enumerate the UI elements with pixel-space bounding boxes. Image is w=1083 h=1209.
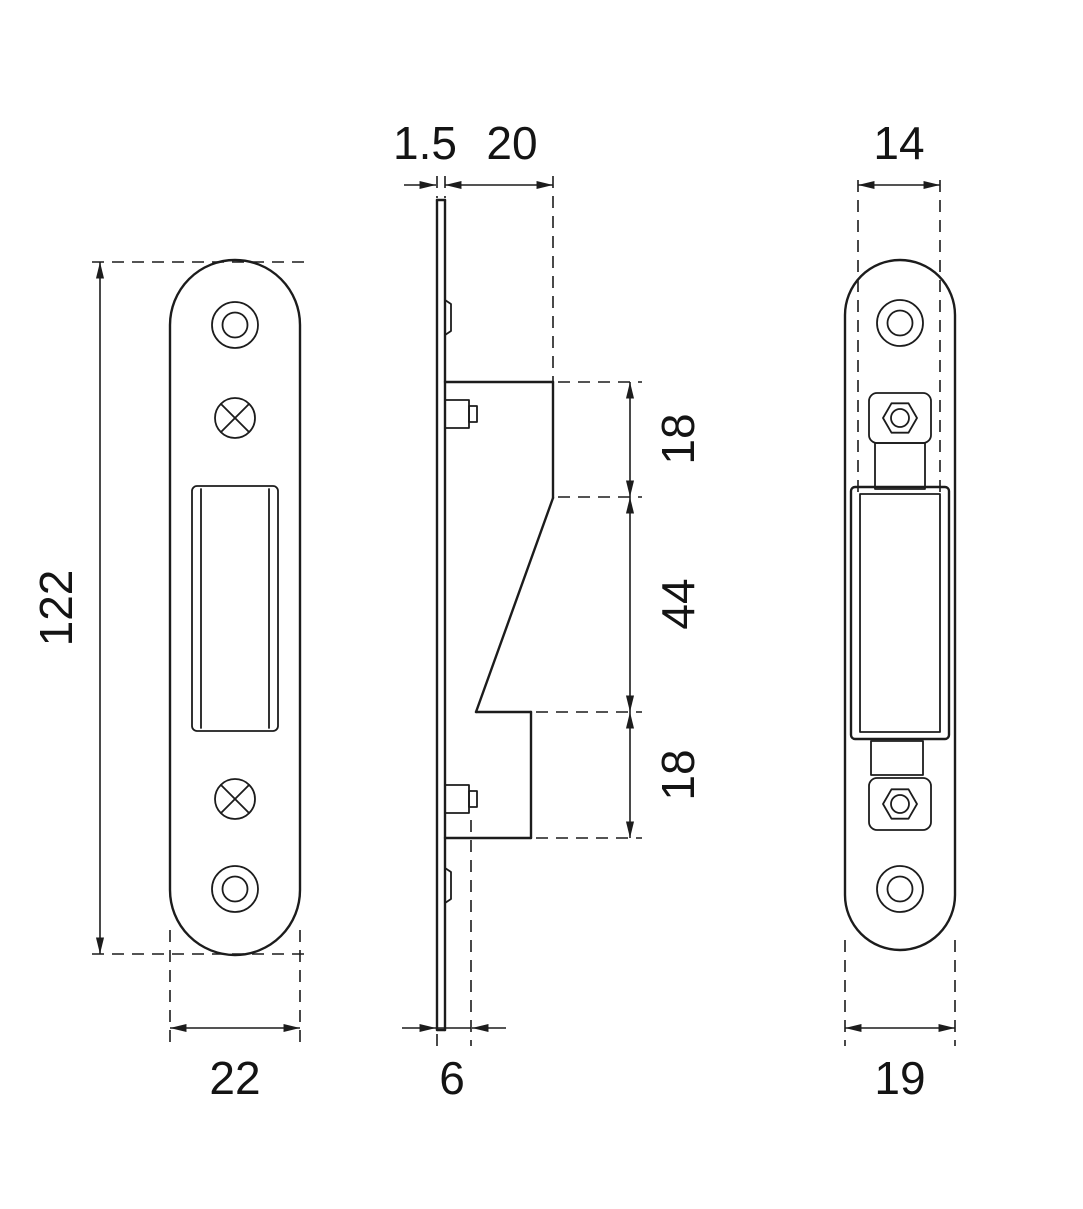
side-top-section-label: 18: [652, 413, 704, 464]
side-screw-profile-bottom: [444, 784, 478, 814]
back-adjuster-block-bottom: [870, 740, 924, 776]
front-view: 122 22: [30, 258, 308, 1104]
back-keeper-box: [849, 485, 951, 741]
side-countersink-tab-top: [444, 299, 452, 336]
back-plate-outline: [843, 258, 957, 952]
side-keeper-body-profile: [443, 380, 555, 840]
back-plate-width-label: 19: [874, 1052, 925, 1104]
front-screw-hole-top: [211, 301, 259, 349]
side-thickness-label: 1.5: [393, 117, 457, 169]
front-height-dimension: 122: [30, 261, 308, 955]
front-width-label: 22: [209, 1052, 260, 1104]
side-depth-dimension: 1.5 20: [393, 117, 554, 382]
side-middle-section-label: 44: [652, 578, 704, 629]
side-countersink-tab-bottom: [444, 867, 452, 904]
back-adjuster-block-top: [874, 442, 926, 490]
back-body-width-dimension: 14: [857, 117, 941, 492]
front-width-dimension: 22: [169, 930, 301, 1104]
side-section-dimensions: 18 44 18: [536, 381, 704, 839]
back-screw-hole-top: [876, 299, 924, 347]
front-height-label: 122: [30, 570, 82, 647]
front-phillips-screw-bottom: [214, 778, 256, 820]
back-hex-adjuster-bottom: [868, 777, 932, 831]
back-hex-adjuster-top: [868, 392, 932, 490]
front-phillips-screw-top: [214, 397, 256, 439]
back-view: 14 19: [843, 117, 957, 1104]
back-plate-width-dimension: 19: [844, 940, 956, 1104]
side-screw-profile-top: [444, 399, 478, 429]
side-view: 1.5 20 18 44 18 6: [393, 117, 704, 1104]
front-screw-hole-bottom: [211, 865, 259, 913]
side-bottom-section-label: 18: [652, 749, 704, 800]
back-screw-hole-bottom: [876, 865, 924, 913]
front-plate-outline: [168, 258, 302, 957]
side-depth-label: 20: [486, 117, 537, 169]
front-latch-slot: [191, 485, 279, 732]
side-offset-dimension: 6: [402, 820, 506, 1104]
side-offset-label: 6: [439, 1052, 465, 1104]
side-faceplate-profile: [435, 198, 452, 1032]
back-body-width-label: 14: [873, 117, 924, 169]
